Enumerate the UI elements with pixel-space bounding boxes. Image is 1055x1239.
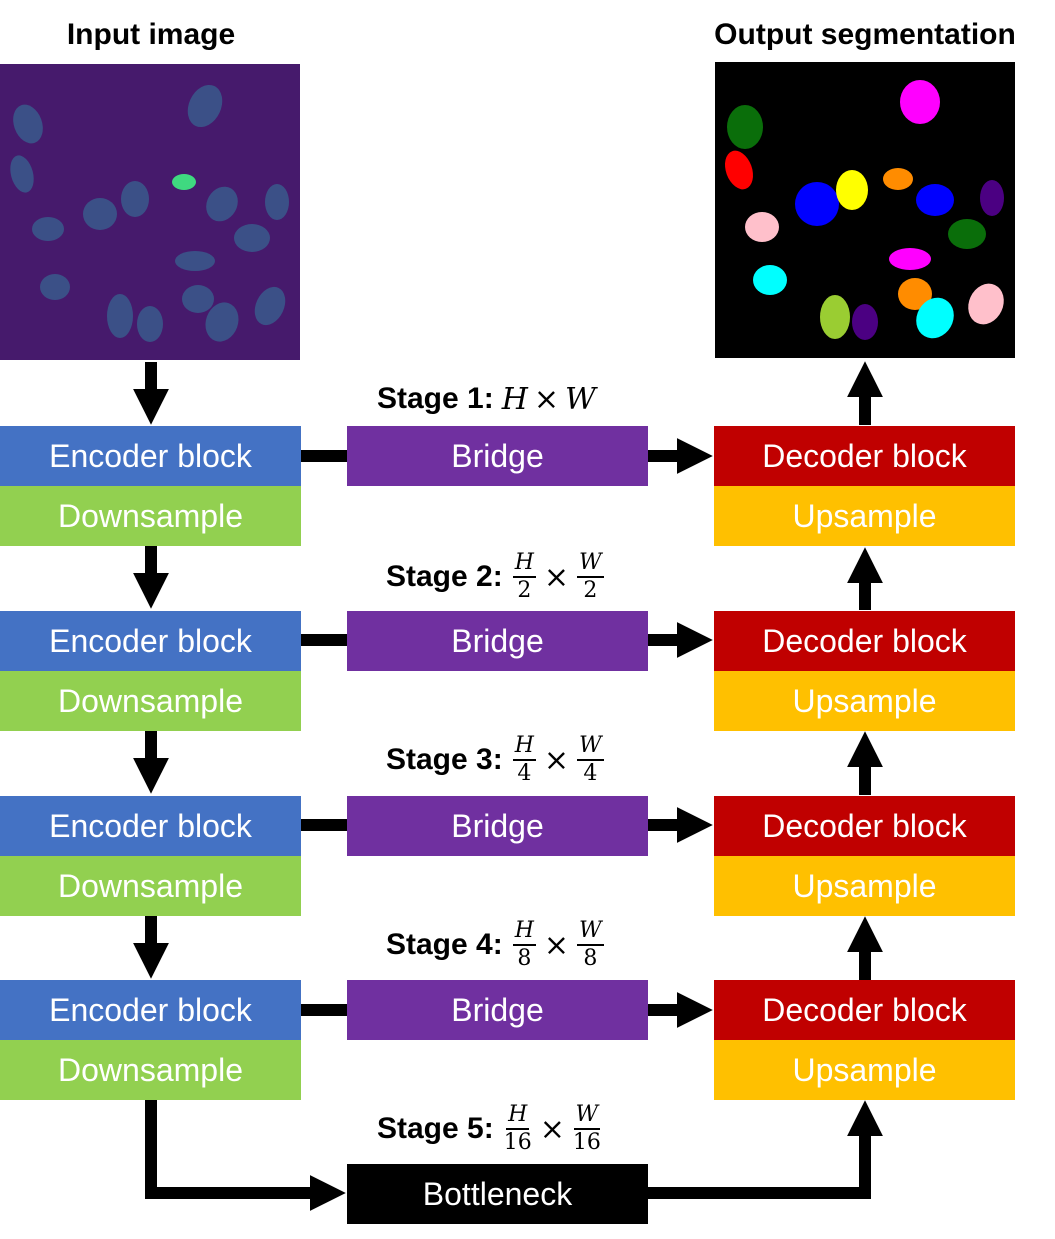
upsample-block-2: Upsample bbox=[714, 671, 1015, 731]
stage-4-times: × bbox=[543, 927, 570, 963]
upsample-block-3: Upsample bbox=[714, 856, 1015, 916]
stage-1-w: W bbox=[565, 381, 596, 417]
stage-3-times: × bbox=[543, 742, 570, 778]
stage-1-times: × bbox=[533, 381, 560, 417]
encoder-block-2: Encoder block bbox=[0, 611, 301, 671]
stage-3-h: H bbox=[512, 735, 536, 761]
input-image bbox=[0, 64, 300, 360]
stage-3-w-div: 4 bbox=[583, 761, 598, 786]
stage-3-title: Stage 3: bbox=[386, 743, 503, 776]
decoder-block-4: Decoder block bbox=[714, 980, 1015, 1040]
stage-1-label: Stage 1: H × W bbox=[377, 376, 596, 422]
stage-1-size: H × W bbox=[502, 382, 596, 417]
stage-4-h: H bbox=[512, 920, 536, 946]
encoder-block-4: Encoder block bbox=[0, 980, 301, 1040]
upsample-block-1: Upsample bbox=[714, 486, 1015, 546]
stage-2-h-div: 2 bbox=[517, 578, 532, 603]
stage-3-h-div: 4 bbox=[517, 761, 532, 786]
stage-5-w-div: 16 bbox=[572, 1130, 601, 1155]
output-segmentation-image bbox=[715, 62, 1015, 358]
encoder-block-1: Encoder block bbox=[0, 426, 301, 486]
bridge-block-4: Bridge bbox=[347, 980, 648, 1040]
decoder-block-3: Decoder block bbox=[714, 796, 1015, 856]
bottleneck-block: Bottleneck bbox=[347, 1164, 648, 1224]
stage-2-h: H bbox=[512, 552, 536, 578]
stage-4-w: W bbox=[577, 920, 604, 946]
downsample-block-2: Downsample bbox=[0, 671, 301, 731]
stage-2-times: × bbox=[543, 559, 570, 595]
bridge-block-3: Bridge bbox=[347, 796, 648, 856]
stage-2-w: W bbox=[577, 552, 604, 578]
stage-5-h: H bbox=[506, 1104, 530, 1130]
stage-2-w-div: 2 bbox=[583, 578, 598, 603]
stage-1-title: Stage 1: bbox=[377, 382, 494, 415]
stage-4-w-div: 8 bbox=[583, 946, 598, 971]
downsample-block-4: Downsample bbox=[0, 1040, 301, 1100]
stage-4-title: Stage 4: bbox=[386, 928, 503, 961]
stage-5-h-div: 16 bbox=[503, 1130, 532, 1155]
bridge-block-1: Bridge bbox=[347, 426, 648, 486]
stage-1-h: H bbox=[501, 381, 528, 417]
stage-5-w: W bbox=[573, 1104, 601, 1130]
encoder-block-3: Encoder block bbox=[0, 796, 301, 856]
bridge-block-2: Bridge bbox=[347, 611, 648, 671]
stage-5-times: × bbox=[539, 1111, 565, 1147]
output-segmentation-title: Output segmentation bbox=[714, 18, 1016, 51]
stage-5-title: Stage 5: bbox=[377, 1112, 494, 1145]
stage-3-w: W bbox=[577, 735, 604, 761]
stage-2-title: Stage 2: bbox=[386, 560, 503, 593]
upsample-block-4: Upsample bbox=[714, 1040, 1015, 1100]
decoder-block-1: Decoder block bbox=[714, 426, 1015, 486]
downsample-block-1: Downsample bbox=[0, 486, 301, 546]
downsample-block-3: Downsample bbox=[0, 856, 301, 916]
decoder-block-2: Decoder block bbox=[714, 611, 1015, 671]
stage-4-h-div: 8 bbox=[517, 946, 532, 971]
input-image-title: Input image bbox=[66, 18, 236, 51]
